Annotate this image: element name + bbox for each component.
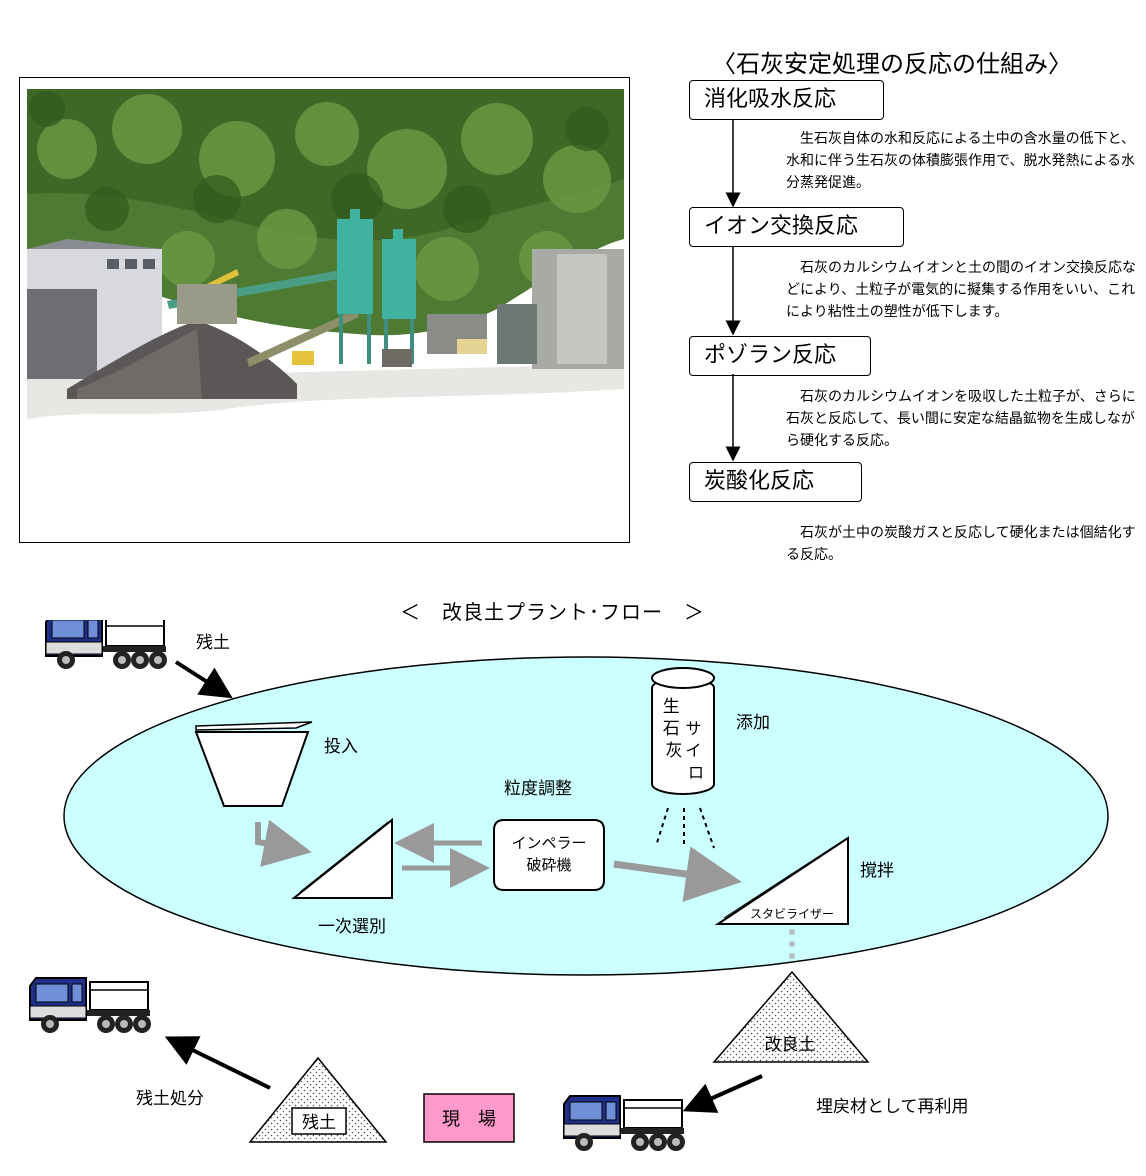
step-label: 消化吸水反応 — [704, 87, 837, 112]
truck-incoming — [45, 620, 168, 670]
primary-sorter-shape — [291, 817, 393, 899]
step-desc-pozzolanic: 石灰のカルシウムイオンを吸収した土粒子が、さらに石灰と反応して、長い間に安定な結… — [786, 389, 1136, 449]
crusher-label-line1: インペラー — [511, 834, 586, 852]
crusher-label-line2: 破砕機 — [526, 856, 571, 874]
step-desc-ion-exchange: 石灰のカルシウムイオンと土の間のイオン交換反応などにより、土粒子が電気的に擬集す… — [786, 260, 1136, 320]
label-additive: 添加 — [736, 713, 770, 733]
step-box-ion-exchange: イオン交換反応 — [689, 207, 904, 247]
step-label: イオン交換反応 — [704, 214, 859, 239]
truck-disposal — [29, 977, 152, 1034]
step-desc-hydration: 生石灰自体の水和反応による土中の含水量の低下と、水和に伴う生石灰の体積膨張作用で… — [786, 131, 1136, 191]
label-particle-adjust: 粒度調整 — [504, 779, 572, 799]
label-mixing: 撹拌 — [860, 861, 894, 881]
silo-label-left: 生 石 灰 — [663, 697, 685, 761]
label-residual-soil-in: 残土 — [196, 633, 230, 653]
arrow-reuse — [682, 1074, 763, 1113]
plant-flow-title: ＜ 改良土プラント･フロー ＞ — [400, 600, 705, 624]
mechanism-title: 〈石灰安定処理の反応の仕組み〉 — [712, 50, 1072, 78]
plant-photo-frame — [19, 77, 630, 543]
site-label: 現 場 — [442, 1109, 496, 1130]
hopper-shape — [194, 731, 310, 807]
step-label: 炭酸化反応 — [704, 469, 815, 494]
silo-char-5: イ — [685, 741, 701, 760]
arrow-hopper-to-sort — [255, 819, 312, 867]
arrow-crusher-to-stabilizer — [613, 846, 742, 902]
label-reuse: 埋戻材として再利用 — [816, 1097, 969, 1117]
stabilizer-shape — [714, 836, 849, 925]
silo-char-3: 灰 — [666, 741, 683, 761]
crusher-box — [493, 819, 605, 891]
label-residual-disposal: 残土処分 — [136, 1089, 204, 1109]
step-desc-carbonation: 石灰が土中の炭酸ガスと反応して硬化または個結化する反応。 — [786, 525, 1136, 563]
step-box-pozzolanic: ポゾラン反応 — [689, 336, 871, 376]
residual-soil-pile-label: 残土 — [302, 1113, 336, 1133]
silo-char-2: 石 — [663, 719, 680, 739]
silo-label-right: サ イ ロ — [685, 719, 706, 782]
site-box — [423, 1093, 515, 1143]
step-label: ポゾラン反応 — [704, 343, 837, 368]
arrow-disposal — [164, 1036, 271, 1090]
step-box-carbonation: 炭酸化反応 — [689, 462, 862, 502]
hopper-lid — [195, 721, 313, 731]
plant-photo — [27, 89, 624, 537]
label-input: 投入 — [324, 737, 358, 757]
plant-boundary-ellipse — [63, 656, 1109, 976]
truck-reuse — [563, 1095, 686, 1152]
arrow-soil-in — [174, 660, 233, 699]
silo-char-1: 生 — [663, 697, 680, 717]
silo-char-4: サ — [685, 719, 701, 738]
improved-soil-label: 改良土 — [765, 1035, 816, 1055]
lime-spray-lines — [655, 807, 715, 849]
stabilizer-to-pile-dots — [789, 929, 795, 959]
silo-char-6: ロ — [688, 763, 704, 782]
residual-soil-label-box — [291, 1107, 347, 1135]
improved-soil-pile — [712, 970, 870, 1063]
mechanism-flow-arrows — [725, 120, 741, 462]
label-primary-sort: 一次選別 — [318, 917, 386, 937]
stabilizer-label: スタビライザー — [750, 907, 834, 921]
residual-soil-pile — [248, 1056, 388, 1143]
step-box-hydration: 消化吸水反応 — [689, 80, 884, 120]
plant-flow-diagram: インペラー 破砕機 生 石 灰 サ イ ロ スタビライザー 改良土 残土 現 場… — [29, 620, 1109, 1152]
